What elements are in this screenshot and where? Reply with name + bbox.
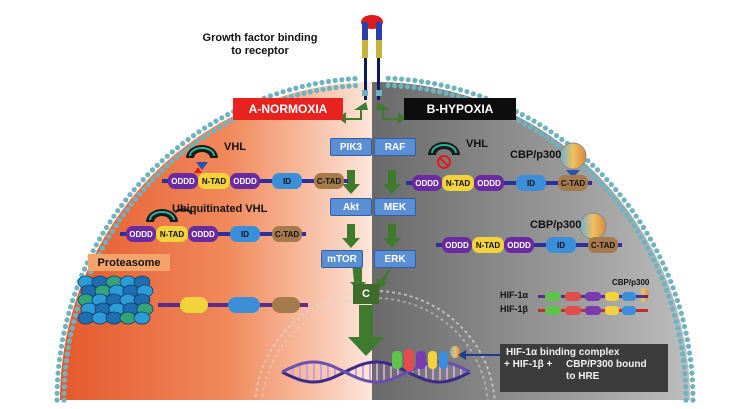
proteasome-label: Proteasome [88,254,170,271]
svg-text:ID: ID [283,177,291,186]
svg-text:C-TAD: C-TAD [317,177,342,186]
receptor-icon [361,15,383,100]
pathway-erk: ERK [374,250,416,268]
complex-line-1: HIF-1α binding complex [506,347,620,358]
svg-text:ODDD: ODDD [171,177,195,186]
complex-line-4: to HRE [566,371,600,382]
svg-text:N-TAD: N-TAD [446,179,471,188]
complex-pointer-icon [458,350,500,360]
hif1a-bar-icon [538,292,648,301]
ubiquitinated-vhl-icon [146,208,193,222]
svg-text:ID: ID [527,179,535,188]
protein-row-1: ODDD N-TAD ODDD ID C-TAD [162,167,348,189]
title-line-1: Growth factor binding [202,32,318,44]
protein-row-2: ODDD N-TAD ODDD ID C-TAD [120,226,306,242]
normoxia-banner: A-NORMOXIA [233,98,343,120]
cbp-p300-label-1: CBP/p300 [510,149,562,161]
protein-row-3: ODDD N-TAD ODDD ID C-TAD [406,175,592,191]
hif1a-label: HIF-1α [500,290,529,300]
pathway-raf: RAF [374,138,416,156]
hypoxia-banner: B-HYPOXIA [404,98,516,120]
hypoxia-label: B-HYPOXIA [426,102,494,116]
arrow-erk-c-icon [376,266,392,290]
convergence-node: C [353,284,379,304]
dna-helix-icon [281,360,471,384]
complex-line-3: CBP/P300 bound [566,359,647,370]
arrow-c-dna-icon [348,305,384,356]
svg-text:ODDD: ODDD [507,241,531,250]
bound-complex-icon [392,346,460,371]
svg-text:N-TAD: N-TAD [202,177,227,186]
svg-text:ODDD: ODDD [191,230,215,239]
complex-line-2: + HIF-1β + [504,359,553,370]
hif1b-bar-icon [538,306,648,315]
svg-text:ODDD: ODDD [477,179,501,188]
arrow-to-normoxia-icon [338,102,368,124]
svg-text:N-TAD: N-TAD [476,241,501,250]
degraded-protein-icon [158,297,308,313]
binding-complex-box: HIF-1α binding complex + HIF-1β + CBP/P3… [500,344,668,392]
svg-text:ODDD: ODDD [129,230,153,239]
cbp-p300-blob-2-icon [579,212,607,240]
pathway-mek: MEK [374,198,416,216]
arrow-mek-erk-icon [383,224,401,248]
vhl-right-icon [428,142,460,169]
arrow-pik3-akt-icon [342,170,360,194]
svg-text:C-TAD: C-TAD [561,179,586,188]
protein-row-4: ODDD N-TAD ODDD ID C-TAD [436,237,622,253]
arrow-mtor-c-icon [350,262,366,290]
svg-text:C-TAD: C-TAD [591,241,616,250]
svg-text:ID: ID [557,241,565,250]
svg-text:ODDD: ODDD [445,241,469,250]
proteasome-icon [77,275,154,325]
cbp-p300-blob-1-icon [559,142,587,170]
pathway-mtor: mTOR [321,250,363,268]
normoxia-label: A-NORMOXIA [248,102,328,116]
svg-text:ID: ID [241,230,249,239]
arrow-akt-mtor-icon [342,224,360,248]
vhl-left-label: VHL [224,141,246,153]
arrow-to-hypoxia-icon [376,102,406,124]
pathway-pik3: PIK3 [330,138,372,156]
ubiquitinated-vhl-label: Ubiquitinated VHL [172,203,268,215]
title-line-2: to receptor [231,45,289,57]
vhl-right-label: VHL [466,138,488,150]
arrow-raf-mek-icon [383,170,401,194]
vhl-left-icon [186,145,218,170]
cbp-p300-label-3: CBP/p300 [612,278,650,287]
page-title: Growth factor binding to receptor [190,32,330,58]
svg-text:N-TAD: N-TAD [160,230,185,239]
svg-text:ODDD: ODDD [233,177,257,186]
svg-text:ODDD: ODDD [415,179,439,188]
hif1b-label: HIF-1β [500,304,528,314]
pathway-akt: Akt [330,198,372,216]
svg-text:C-TAD: C-TAD [275,230,300,239]
cbp-p300-label-2: CBP/p300 [530,219,582,231]
nucleus-membrane [253,290,497,400]
